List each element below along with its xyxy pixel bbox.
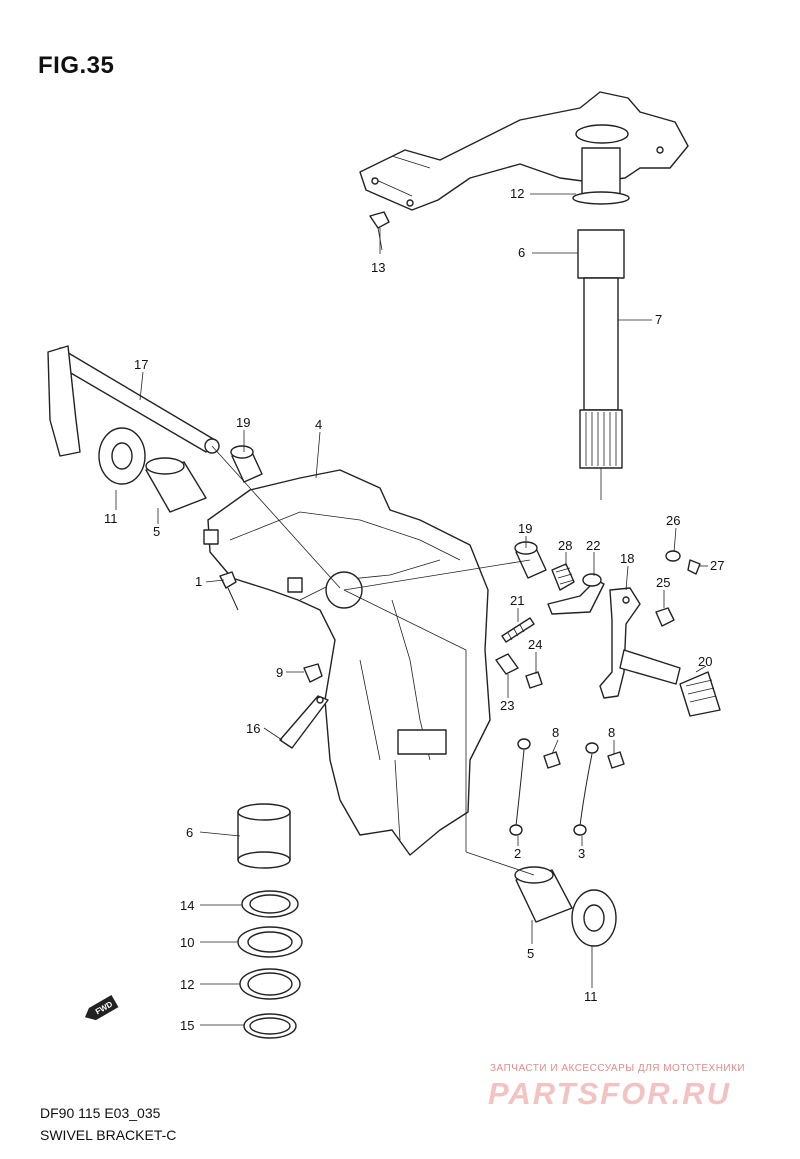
assembly-name: SWIVEL BRACKET-C [40,1127,177,1143]
callout-26: 26 [666,513,680,528]
spring-28 [551,563,575,591]
circlip-15 [243,1013,297,1039]
lever-18 [599,587,641,699]
steering-shaft [572,147,630,469]
washer-14 [241,890,299,918]
swivel-bracket [203,469,491,856]
pin-27 [687,559,701,575]
reference-lines [211,227,602,876]
watermark-tagline: ЗАПЧАСТИ И АКСЕССУАРЫ ДЛЯ МОТОТЕХНИКИ [490,1063,746,1074]
callout-19: 19 [236,415,250,430]
watermark-logo: PARTSFOR.RU [488,1076,732,1111]
bolt-1 [219,571,239,611]
callout-9: 9 [276,665,283,680]
callout-2: 2 [514,846,521,861]
lead-wire-2 [509,738,531,836]
callout-28: 28 [558,538,572,553]
bushing-19-right [514,541,547,579]
tilt-lever-20 [619,649,721,717]
callout-20: 20 [698,654,712,669]
callout-leaders [115,193,708,1026]
diagram-code: DF90 115 E03_035 [40,1105,161,1121]
callout-8: 8 [552,725,559,740]
callout-4: 4 [315,417,322,432]
callout-24: 24 [528,637,542,652]
bushing-6-lower [237,803,291,869]
bushing-5-right [514,866,573,923]
callout-3: 3 [578,846,585,861]
callout-14: 14 [180,898,194,913]
bushing-19-left [230,445,263,483]
callout-5: 5 [153,524,160,539]
callout-21: 21 [510,593,524,608]
callout-11: 11 [104,511,118,526]
washer-10 [237,926,303,958]
callout-18: 18 [620,551,634,566]
callout-10: 10 [180,935,194,950]
bolt-13 [369,211,390,229]
bolt-24 [525,671,543,689]
washer-26 [665,550,681,562]
callout-19: 19 [518,521,532,536]
callout-12: 12 [510,186,524,201]
spring-21 [501,617,535,643]
callout-25: 25 [656,575,670,590]
callout-15: 15 [180,1018,194,1033]
callout-12: 12 [180,977,194,992]
lock-arm-22 [547,573,605,615]
steering-arm [359,91,689,211]
plate-16 [279,695,329,749]
bolt-9 [303,663,323,683]
callout-8: 8 [608,725,615,740]
lead-wire-3 [573,742,599,836]
callout-5: 5 [527,946,534,961]
callout-27: 27 [710,558,724,573]
callout-7: 7 [655,312,662,327]
callout-16: 16 [246,721,260,736]
washer-11-left [98,427,146,485]
washer-11-right [571,889,617,947]
tilt-rod [47,345,220,457]
callout-labels: 12 6 13 7 17 19 4 11 5 1 19 28 22 18 26 … [104,186,724,1033]
callout-23: 23 [500,698,514,713]
plate-23 [495,653,519,675]
forward-direction-badge: FWD [85,995,119,1021]
callout-22: 22 [586,538,600,553]
callout-13: 13 [371,260,385,275]
bushing-5-left [145,457,207,513]
callout-6: 6 [186,825,193,840]
callout-17: 17 [134,357,148,372]
callout-6: 6 [518,245,525,260]
callout-11: 11 [584,989,598,1004]
bolt-8-a [543,751,561,769]
figure-title: FIG.35 [38,52,115,79]
callout-1: 1 [195,574,202,589]
nut-25 [655,607,675,627]
bolt-8-b [607,751,625,769]
washer-12-lower [239,968,301,1000]
